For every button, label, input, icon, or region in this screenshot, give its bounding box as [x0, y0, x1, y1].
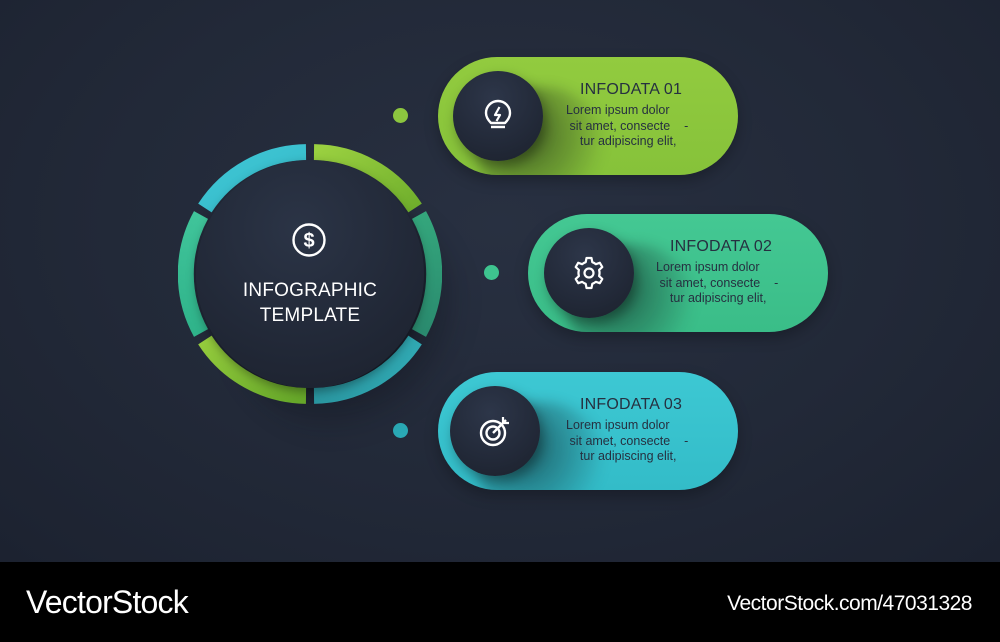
target-arrow-icon — [479, 417, 509, 447]
brand-logo-text: VectorStock — [26, 584, 189, 620]
card-2-body: Lorem ipsum dolor sit amet, consecte - t… — [656, 260, 779, 305]
connector-dot-2 — [484, 265, 499, 280]
ring-segment-top-left — [198, 144, 307, 213]
card-2-icon-knob — [544, 228, 634, 318]
info-card-3: INFODATA 03 Lorem ipsum dolor sit amet, … — [438, 372, 738, 490]
card-1-body: Lorem ipsum dolor sit amet, consecte - t… — [566, 103, 689, 148]
credit-url: VectorStock.com/47031328 — [727, 592, 972, 615]
svg-text:$: $ — [303, 230, 314, 252]
segmented-ring — [178, 144, 442, 404]
infographic-canvas: $ INFOGRAPHIC TEMPLATE INFODATA 01 Lorem… — [0, 0, 1000, 562]
card-3-body: Lorem ipsum dolor sit amet, consecte - t… — [566, 418, 689, 463]
gear-icon — [574, 256, 604, 290]
info-card-2: INFODATA 02 Lorem ipsum dolor sit amet, … — [528, 214, 828, 332]
center-title: INFOGRAPHIC TEMPLATE — [196, 278, 424, 328]
watermark-footer: VectorStock VectorStock.com/47031328 — [0, 562, 1000, 642]
ring-segment-bottom-right — [313, 335, 422, 404]
connector-dot-1 — [393, 108, 408, 123]
ring-segment-bottom-left — [198, 335, 307, 404]
ring-segment-top-right — [313, 144, 422, 213]
info-card-1: INFODATA 01 Lorem ipsum dolor sit amet, … — [438, 57, 738, 175]
dollar-circle-icon: $ — [292, 223, 326, 257]
lightbulb-bolt-icon — [484, 99, 512, 129]
card-2-title: INFODATA 02 — [670, 238, 773, 255]
center-title-line2: TEMPLATE — [259, 305, 361, 326]
card-1-title: INFODATA 01 — [580, 81, 683, 98]
ring-segment-left — [178, 211, 209, 337]
ring-segment-right — [411, 211, 442, 337]
card-1-icon-knob — [453, 71, 543, 161]
center-title-line1: INFOGRAPHIC — [242, 280, 378, 301]
card-3-title: INFODATA 03 — [580, 396, 683, 413]
card-3-icon-knob — [450, 386, 540, 476]
center-disc — [196, 160, 424, 388]
